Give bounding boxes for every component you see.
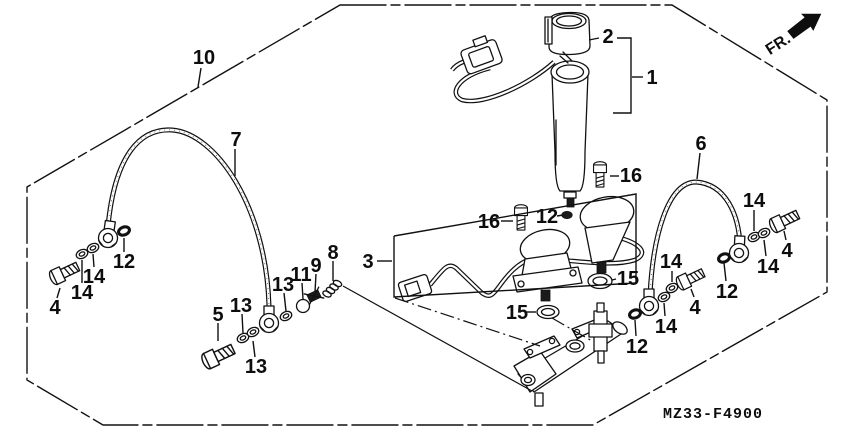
part-callout-12: 12 — [113, 251, 135, 273]
fr-label: FR. — [763, 30, 794, 58]
tank-connector — [460, 35, 503, 75]
bracket-layer — [342, 37, 637, 392]
part-callout-4: 4 — [689, 297, 701, 319]
leader-line — [241, 313, 244, 334]
leader-line — [92, 253, 95, 268]
leader-line — [696, 152, 701, 180]
leader-line — [556, 214, 564, 217]
part-callout-13: 13 — [245, 356, 267, 378]
leader-line — [663, 302, 666, 317]
border-outline — [26, 4, 828, 426]
part-callout-8: 8 — [327, 242, 338, 264]
banjo-fitting — [96, 219, 121, 250]
rubber-band — [544, 11, 591, 56]
diagram-code: MZ33-F4900 — [663, 406, 763, 423]
leader-line — [588, 37, 600, 41]
part-callout-12: 12 — [626, 336, 648, 358]
part-callout-14: 14 — [655, 316, 678, 338]
solenoid-valve-left — [512, 228, 583, 302]
callout-bracket — [613, 37, 632, 114]
grommet — [561, 210, 573, 219]
part-callout-14: 14 — [743, 190, 766, 212]
part-callout-13: 13 — [230, 295, 252, 317]
part-callout-9: 9 — [310, 255, 321, 277]
air-distributor-manifold — [513, 302, 628, 407]
air-hose-left — [96, 127, 280, 334]
pointer-line — [342, 285, 533, 392]
leader-line — [783, 230, 787, 241]
part-callout-1: 1 — [646, 67, 657, 89]
part-callout-16: 16 — [620, 165, 642, 187]
washer-13 — [278, 308, 294, 324]
assembly-group-box — [393, 193, 637, 298]
spring-8 — [321, 278, 344, 299]
bolt-16-left — [513, 204, 529, 231]
bolt-16-right — [592, 161, 608, 188]
reed-valve-9 — [303, 286, 325, 306]
pointer-line — [394, 297, 541, 347]
part-callout-14: 14 — [71, 282, 94, 304]
leader-line — [252, 340, 256, 358]
leader-line — [634, 319, 637, 337]
part-callout-11: 11 — [290, 264, 311, 286]
leader-line — [56, 287, 61, 299]
air-hose-right — [638, 179, 751, 317]
arrow-icon — [787, 13, 822, 39]
canister — [550, 51, 590, 208]
part-callout-3: 3 — [362, 251, 373, 273]
o-ring-15-left — [536, 304, 560, 320]
leader-line — [690, 288, 695, 298]
part-callout-12: 12 — [536, 206, 558, 228]
part-callout-13: 13 — [272, 274, 294, 296]
banjo-fitting — [728, 234, 751, 264]
part-callout-16: 16 — [478, 211, 500, 233]
part-callout-10: 10 — [193, 47, 215, 69]
part-callout-2: 2 — [602, 26, 613, 48]
part-callout-4: 4 — [49, 297, 61, 319]
o-ring-12 — [715, 250, 733, 266]
leader-line — [197, 67, 202, 88]
leader-line — [611, 278, 617, 281]
part-callout-15: 15 — [506, 302, 528, 324]
fr-direction-arrow: FR. — [763, 13, 822, 59]
leader-line — [723, 262, 727, 282]
part-callout-14: 14 — [660, 251, 683, 273]
flange-bolt-5 — [199, 340, 238, 372]
part-callout-7: 7 — [230, 129, 241, 151]
part-callout-6: 6 — [695, 133, 706, 155]
part-callout-12: 12 — [716, 281, 738, 303]
flange-bolt-4 — [766, 206, 802, 235]
part-callout-14: 14 — [757, 256, 780, 278]
leader-line — [283, 292, 287, 312]
banjo-fitting — [638, 288, 660, 317]
part-callout-4: 4 — [781, 240, 793, 262]
leader-line — [301, 282, 304, 300]
leader-line — [314, 273, 317, 293]
vacuum-tank-assembly — [450, 11, 591, 208]
part-callout-5: 5 — [212, 304, 223, 326]
check-ball-11 — [295, 298, 311, 314]
o-ring-12 — [115, 223, 133, 239]
part-callout-14: 14 — [83, 266, 106, 288]
pointer-line — [551, 317, 593, 342]
part-callout-15: 15 — [617, 268, 639, 290]
banjo-fitting — [258, 305, 280, 334]
valve-connector — [397, 273, 433, 303]
small-parts-center — [199, 278, 344, 372]
o-ring-12 — [626, 306, 644, 322]
leader-line — [763, 239, 767, 257]
